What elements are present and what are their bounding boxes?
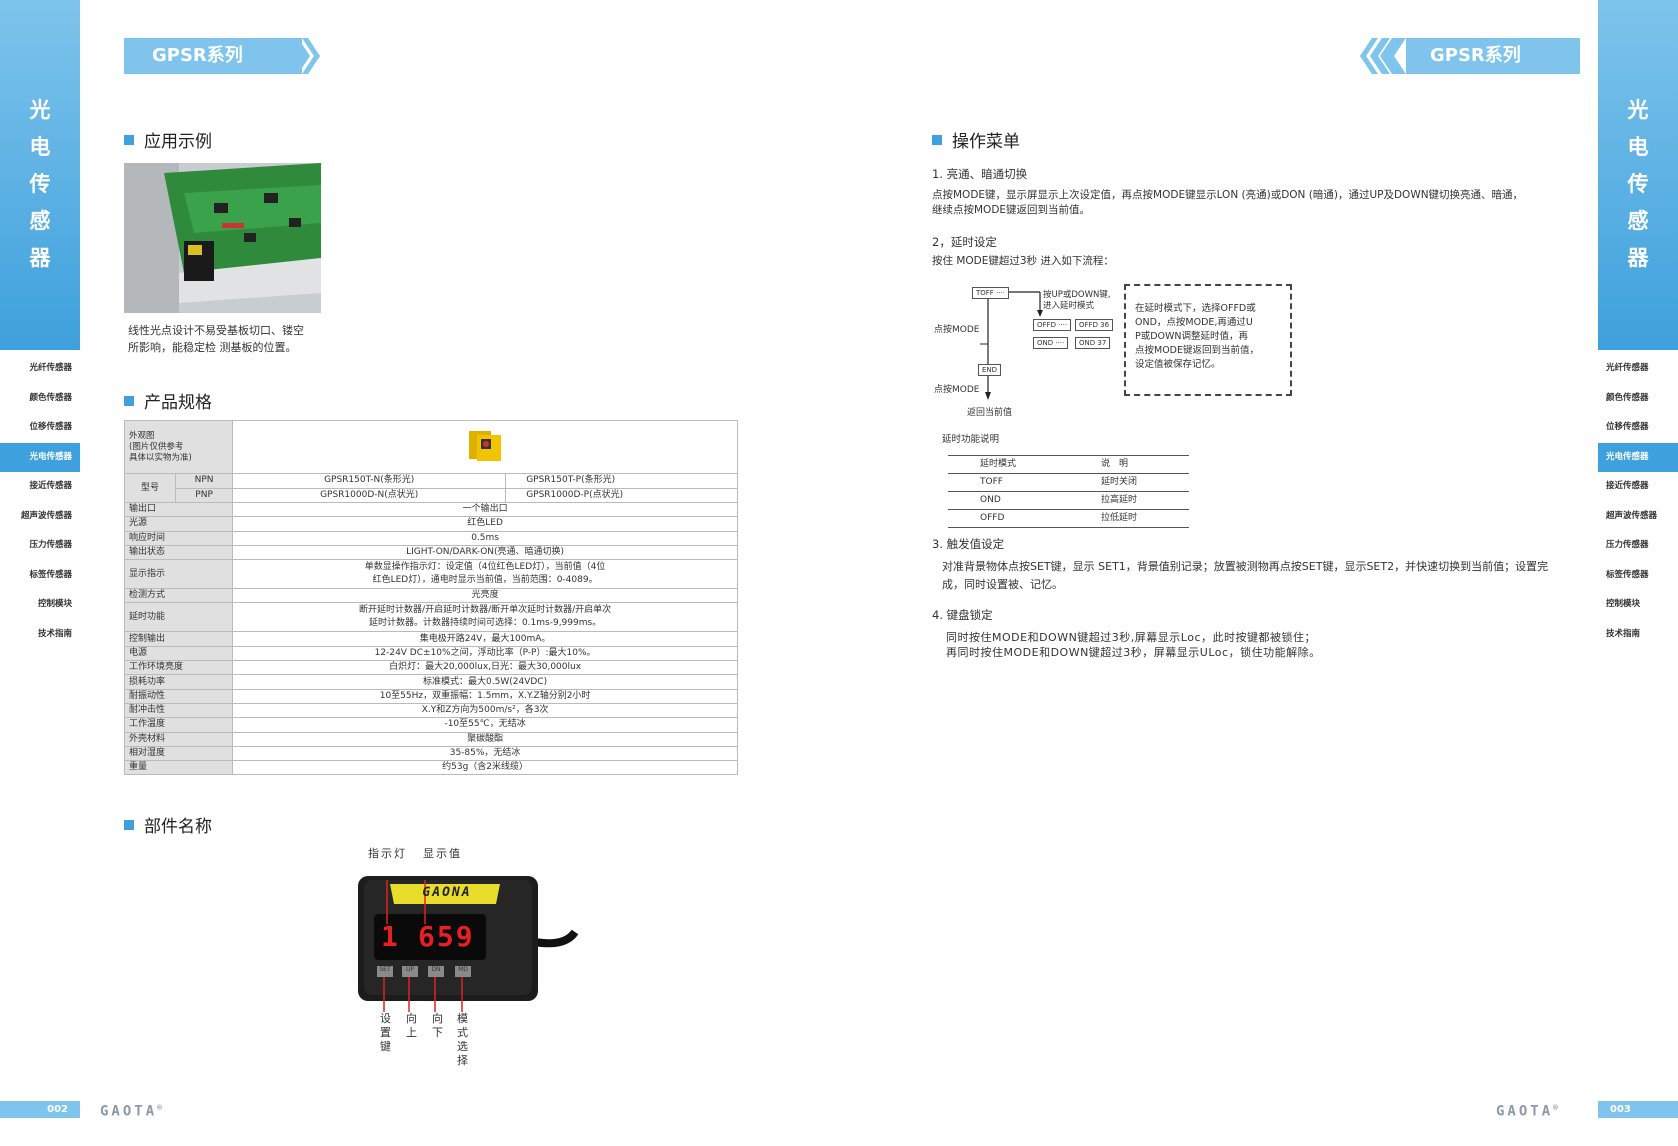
- appearance-label: 外观图 (图片仅供参考 具体以实物为准): [123, 420, 234, 474]
- application-text: 线性光点设计不易受基板切口、镂空 所影响，能稳定检 测基板的位置。: [128, 324, 304, 354]
- sidebar-item-proximity[interactable]: 接近传感器: [1606, 481, 1649, 491]
- press-mode-label-2: 点按MODE: [934, 385, 980, 395]
- sidebar-item-pressure[interactable]: 压力传感器: [1606, 540, 1649, 550]
- delay-flow-diagram: [980, 291, 1043, 400]
- operation-menu-title: 操作菜单: [932, 127, 1020, 152]
- return-current-label: 返回当前值: [967, 408, 1013, 418]
- offd36-box: OFFD 36: [1075, 319, 1114, 331]
- series-banner-left: GPSR系列: [124, 38, 302, 74]
- parts-title: 部件名称: [124, 812, 212, 837]
- delay-note-text: 在延时模式下，选择OFFD或 OND，点按MODE,再通过U P或DOWN调整延…: [1135, 303, 1259, 370]
- down-button[interactable]: DN: [431, 966, 441, 973]
- up-button[interactable]: UP: [405, 966, 414, 973]
- sidebar-item-label[interactable]: 标签传感器: [29, 569, 72, 580]
- updown-label: 按UP或DOWN键, 进入延时模式: [1043, 290, 1111, 311]
- sidebar-item-guide[interactable]: 技术指南: [1606, 628, 1641, 639]
- sidebar-item-fiber[interactable]: 光纤传感器: [1606, 363, 1649, 373]
- sensor-device-illustration: [358, 876, 579, 1012]
- ond37-box: OND 37: [1075, 337, 1111, 349]
- device-indicator-digit: 1: [381, 920, 398, 953]
- sidebar-item-fiber[interactable]: 光纤传感器: [29, 363, 72, 373]
- sidebar-item-pressure[interactable]: 压力传感器: [29, 540, 72, 550]
- sidebar-item-ultrasonic[interactable]: 超声波传感器: [20, 510, 72, 521]
- sidebar-nav: 光纤传感器 颜色传感器 位移传感器 光电传感器 接近传感器 超声波传感器 压力传…: [0, 354, 80, 649]
- indicator-label: 指示灯: [368, 847, 407, 860]
- toff-box: TOFF ····: [972, 287, 1009, 299]
- table-row: OFFD 拉低延时: [948, 509, 1189, 528]
- spec-table: 外观图 (图片仅供参考 具体以实物为准) 型号 NPN PNP GPSR150T…: [123, 420, 738, 776]
- application-photo: [124, 163, 321, 313]
- table-row: TOFF 延时关闭: [948, 473, 1189, 492]
- offd-box: OFFD ····: [1033, 319, 1072, 331]
- delay-note-box: [1124, 284, 1292, 396]
- brand-logo-left: GAOTA®: [100, 1103, 162, 1120]
- section-1-text: 点按MODE键，显示屏显示上次设定值，再点按MODE键显示LON (亮通)或DO…: [932, 189, 1524, 216]
- ond-box: OND ····: [1033, 337, 1069, 349]
- sensor-product-icon: [469, 430, 502, 461]
- sidebar-item-ultrasonic[interactable]: 超声波传感器: [1606, 510, 1658, 521]
- section-3-heading: 3. 触发值设定: [932, 537, 1005, 551]
- left-sidebar: 光 电 传 感 器 光纤传感器 颜色传感器 位移传感器 光电传感器 接近传感器 …: [0, 0, 80, 1146]
- series-banner-right: GPSR系列: [1406, 38, 1580, 74]
- sidebar-item-displacement[interactable]: 位移传感器: [1606, 422, 1649, 432]
- page-number-left: 002: [0, 1101, 80, 1118]
- set-button[interactable]: SET: [379, 966, 391, 973]
- sidebar-item-photoelectric[interactable]: 光电传感器: [1598, 442, 1678, 472]
- delay-function-table: 延时模式 说 明 TOFF 延时关闭 OND 拉高延时 OFFD 拉低延时: [948, 455, 1189, 528]
- device-brand-logo: GAONA: [422, 885, 472, 900]
- sidebar-item-control[interactable]: 控制模块: [37, 599, 72, 609]
- sidebar-item-displacement[interactable]: 位移传感器: [29, 422, 72, 432]
- sidebar-item-color[interactable]: 颜色传感器: [1606, 392, 1649, 403]
- table-row: 延时模式 说 明: [948, 455, 1189, 474]
- section-3-text: 对准背景物体点按SET键，显示 SET1，背景值别记录；放置被测物再点按SET键…: [942, 560, 1549, 591]
- sidebar-header: [1598, 0, 1678, 350]
- end-box: END: [978, 364, 1002, 376]
- device-display-value: 659: [418, 920, 475, 953]
- sidebar-item-label[interactable]: 标签传感器: [1606, 569, 1649, 580]
- section-1-heading: 1. 亮通、暗通切换: [932, 167, 1028, 181]
- mode-button[interactable]: MD: [458, 966, 468, 973]
- right-sidebar: 光 电 传 感 器 光纤传感器 颜色传感器 位移传感器 光电传感器 接近传感器 …: [1598, 0, 1678, 1146]
- sidebar-item-control[interactable]: 控制模块: [1606, 599, 1641, 609]
- up-key-label: 向上: [406, 1012, 417, 1039]
- section-2-heading: 2，延时设定: [932, 235, 997, 249]
- application-title: 应用示例: [124, 127, 212, 152]
- section-4-text: 同时按住MODE和DOWN键超过3秒,屏幕显示Loc，此时按键都被锁住； 再同时…: [946, 631, 1321, 659]
- press-mode-label-1: 点按MODE: [934, 325, 980, 335]
- brand-logo-right: GAOTA®: [1496, 1103, 1558, 1120]
- sidebar-nav: 光纤传感器 颜色传感器 位移传感器 光电传感器 接近传感器 超声波传感器 压力传…: [1598, 354, 1678, 649]
- chevron-left-icon: [1360, 38, 1406, 74]
- mode-key-label: 模式选择: [457, 1012, 468, 1067]
- section-2-intro: 按住 MODE键超过3秒 进入如下流程：: [932, 255, 1114, 267]
- sidebar-item-guide[interactable]: 技术指南: [37, 628, 72, 639]
- set-key-label: 设置键: [380, 1012, 391, 1053]
- spec-title: 产品规格: [124, 388, 212, 413]
- chevron-right-icon: [274, 38, 320, 74]
- sidebar-title: 光 电 传 感 器: [29, 98, 51, 270]
- table-row: OND 拉高延时: [948, 491, 1189, 510]
- down-key-label: 向下: [432, 1012, 443, 1039]
- appearance-image: [232, 420, 738, 474]
- page-number-right: 003: [1598, 1101, 1678, 1118]
- sidebar-title: 光 电 传 感 器: [1627, 98, 1649, 270]
- sidebar-item-photoelectric[interactable]: 光电传感器: [0, 442, 80, 472]
- sidebar-item-proximity[interactable]: 接近传感器: [29, 481, 72, 491]
- display-label: 显示值: [423, 847, 462, 860]
- delay-table-title: 延时功能说明: [942, 434, 1000, 445]
- sidebar-header: [0, 0, 80, 350]
- section-4-heading: 4. 键盘锁定: [932, 608, 993, 622]
- sidebar-item-color[interactable]: 颜色传感器: [29, 392, 72, 403]
